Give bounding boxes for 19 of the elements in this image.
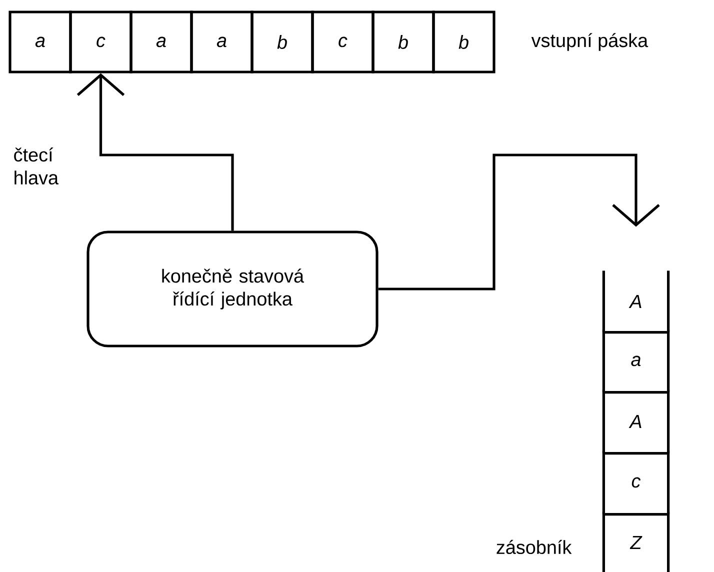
tape-cell: a <box>8 10 72 74</box>
part-label: zásobník <box>496 540 572 554</box>
tape-cell: b <box>432 10 496 74</box>
stack-cell: A <box>602 270 670 334</box>
control-unit-box: konečně stavová řídící jednotka <box>86 230 378 348</box>
tape-cell: a <box>190 10 254 74</box>
part-label: vstupní páska <box>531 33 648 51</box>
part-label: čtecí hlava <box>14 147 59 185</box>
tape-cell: a <box>130 10 193 74</box>
stack-cell: c <box>602 450 670 516</box>
tape-cell: c <box>69 10 132 74</box>
tape-cell: c <box>311 10 374 74</box>
tape-cell: b <box>372 10 435 74</box>
stack-cell: a <box>602 330 670 394</box>
arrow <box>76 73 234 231</box>
stack-cell: Z <box>602 512 670 572</box>
tape-cell: b <box>250 10 314 74</box>
stack-cell: A <box>602 390 670 455</box>
arrow <box>378 154 660 290</box>
